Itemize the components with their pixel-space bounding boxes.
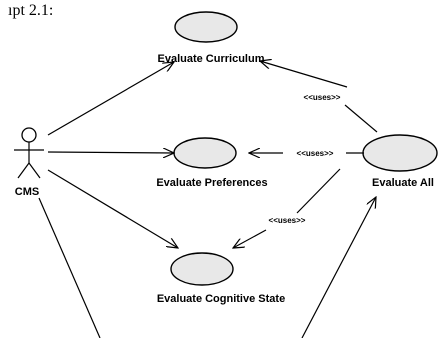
uses-relation-curriculum-lower: [344, 104, 378, 133]
actor-label: CMS: [15, 186, 39, 198]
uses-label-curriculum: <<uses>>: [304, 93, 341, 102]
uses-relation-cognitive-upper: [296, 168, 341, 214]
association-cms-to-cognitive-state: [47, 169, 178, 248]
use-case-evaluate-all[interactable]: Evaluate All: [362, 134, 438, 189]
actor-stick-figure: [14, 127, 44, 179]
uses-label-cognitive-state: <<uses>>: [269, 216, 306, 225]
uses-label-preferences: <<uses>>: [297, 149, 334, 158]
use-case-label: Evaluate Cognitive State: [157, 293, 285, 305]
use-case-label: Evaluate Preferences: [156, 177, 267, 189]
uses-relation-curriculum-upper: [260, 61, 348, 88]
association-cms-long-line: [38, 197, 101, 338]
association-to-evaluate-all: [301, 197, 376, 338]
uses-relation-cognitive-lower: [233, 229, 267, 248]
use-case-evaluate-preferences[interactable]: Evaluate Preferences: [156, 137, 268, 189]
association-cms-to-preferences: [47, 152, 174, 153]
use-case-evaluate-cognitive-state[interactable]: Evaluate Cognitive State: [157, 252, 285, 305]
association-cms-to-curriculum: [47, 62, 174, 136]
use-case-evaluate-curriculum[interactable]: Evaluate Curriculum: [158, 11, 265, 65]
caption-text: ıpt 2.1:: [8, 2, 53, 19]
actor-cms[interactable]: CMS: [14, 127, 44, 198]
use-case-label: Evaluate Curriculum: [158, 53, 265, 65]
use-case-label: Evaluate All: [372, 177, 434, 189]
